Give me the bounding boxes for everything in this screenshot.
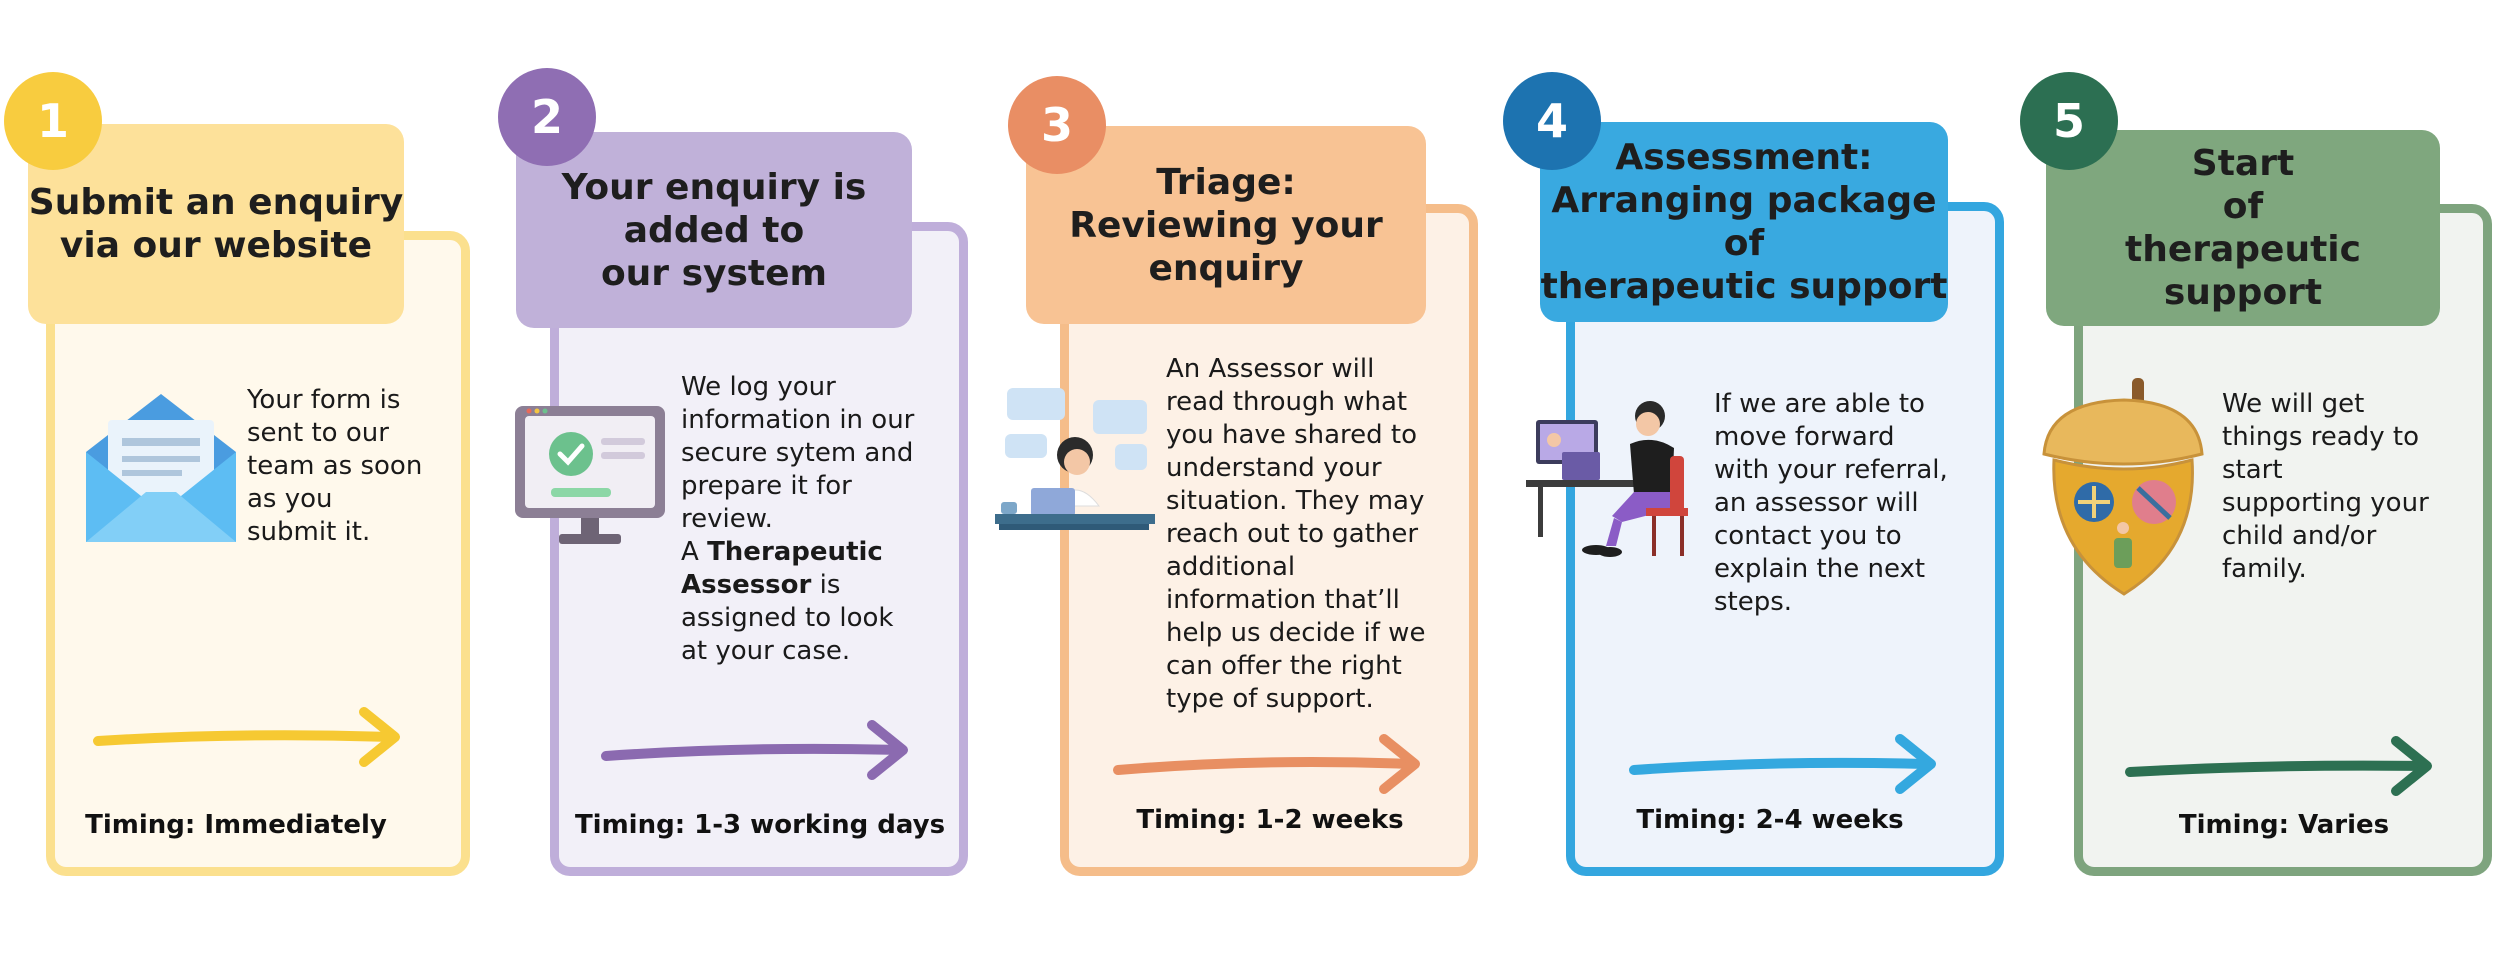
- description-line: steps.: [1714, 587, 1793, 617]
- step-timing: Timing: 1-3 working days: [574, 810, 946, 840]
- description-line: sent to our: [247, 418, 389, 448]
- arrow-right-icon: [1113, 734, 1420, 794]
- step-title: Triage: Reviewing your enquiry: [1026, 126, 1426, 324]
- description-line: If we are able to: [1714, 389, 1925, 419]
- description-line: We log your: [681, 372, 836, 402]
- step-description: Your form is sent to our team as soon as…: [247, 384, 447, 549]
- step-timing: Timing: Varies: [2178, 810, 2390, 840]
- description-text: is: [811, 570, 841, 600]
- step-description: If we are able to move forward with your…: [1714, 388, 1984, 619]
- description-line: assigned to look: [681, 603, 894, 633]
- step-number-badge: 4: [1503, 72, 1601, 170]
- description-line: information in our: [681, 405, 915, 435]
- step-number-badge: 3: [1008, 76, 1106, 174]
- description-line: review.: [681, 504, 773, 534]
- envelope-icon: [86, 394, 236, 542]
- step-description: We will get things ready to start suppor…: [2222, 388, 2482, 586]
- description-line: situation. They may: [1166, 486, 1425, 516]
- description-line: at your case.: [681, 636, 851, 666]
- description-line: move forward: [1714, 422, 1895, 452]
- step-title: Start of therapeutic support: [2046, 130, 2440, 326]
- description-bold: Assessor: [681, 570, 812, 600]
- description-line: things ready to: [2222, 422, 2419, 452]
- step-number-badge: 1: [4, 72, 102, 170]
- description-line: supporting your: [2222, 488, 2429, 518]
- description-line: an assessor will: [1714, 488, 1919, 518]
- description-line: Your form is: [247, 385, 401, 415]
- description-line: child and/or: [2222, 521, 2377, 551]
- description-line: read through what: [1166, 387, 1408, 417]
- person-desk-icon: [1526, 401, 1688, 557]
- description-line: Assessor is: [681, 569, 951, 602]
- description-line: can offer the right: [1166, 651, 1402, 681]
- description-line: you have shared to: [1166, 420, 1418, 450]
- description-line: type of support.: [1166, 684, 1374, 714]
- step-timing: Timing: 1-2 weeks: [1136, 805, 1404, 835]
- step-description: We log your information in our secure sy…: [681, 371, 951, 668]
- acorn-icon: [2042, 378, 2204, 596]
- description-line: secure sytem and: [681, 438, 914, 468]
- computer-check-icon: [515, 406, 665, 544]
- step-title: Your enquiry is added to our system: [516, 132, 912, 328]
- step-title: Submit an enquiry via our website: [28, 124, 404, 324]
- arrow-right-icon: [601, 720, 908, 780]
- description-line: contact you to: [1714, 521, 1902, 551]
- step-card-body: [550, 222, 968, 876]
- arrow-right-icon: [1629, 734, 1936, 794]
- step-number-badge: 5: [2020, 72, 2118, 170]
- description-line: An Assessor will: [1166, 354, 1375, 384]
- step-timing: Timing: 2-4 weeks: [1636, 805, 1904, 835]
- description-line: team as soon: [247, 451, 423, 481]
- description-line: additional: [1166, 552, 1296, 582]
- description-line: start: [2222, 455, 2283, 485]
- step-title: Assessment: Arranging package of therape…: [1540, 122, 1948, 322]
- step-number-badge: 2: [498, 68, 596, 166]
- description-line: A Therapeutic: [681, 536, 951, 569]
- description-line: We will get: [2222, 389, 2365, 419]
- description-bold: Therapeutic: [707, 537, 883, 567]
- description-line: as you: [247, 484, 333, 514]
- step-description: An Assessor will read through what you h…: [1166, 353, 1466, 716]
- description-line: explain the next: [1714, 554, 1926, 584]
- description-line: help us decide if we: [1166, 618, 1426, 648]
- person-laptop-icon: [995, 388, 1155, 530]
- step-timing: Timing: Immediately: [85, 810, 387, 840]
- description-line: submit it.: [247, 517, 371, 547]
- description-line: reach out to gather: [1166, 519, 1419, 549]
- description-line: understand your: [1166, 453, 1382, 483]
- description-line: prepare it for: [681, 471, 852, 501]
- description-line: family.: [2222, 554, 2307, 584]
- description-line: with your referral,: [1714, 455, 1948, 485]
- arrow-right-icon: [2125, 736, 2432, 796]
- arrow-right-icon: [93, 707, 400, 767]
- description-line: information that’ll: [1166, 585, 1400, 615]
- step-card-body: [46, 231, 470, 876]
- description-text: A: [681, 537, 708, 567]
